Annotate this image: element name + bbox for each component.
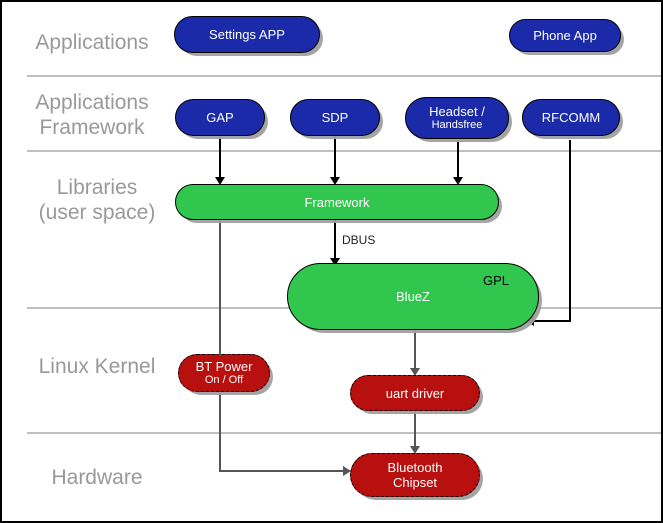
node-bluez[interactable]: BlueZ [287,263,539,330]
node-bluetooth-chipset-label-line2: Chipset [392,475,438,490]
edge-label-dbus: DBUS [342,233,376,247]
connector-bluez-to-uart [414,328,416,372]
layer-divider-applications [27,75,661,77]
node-gap[interactable]: GAP [175,99,265,136]
arrowhead-bluez-to-uart [410,368,420,376]
arrowhead-framework-to-bluez [330,258,340,266]
node-bt-power-label-line2: On / Off [204,374,244,386]
connector-through-bt-power-top [219,342,221,356]
node-phone-app-label: Phone App [533,28,597,43]
node-sdp[interactable]: SDP [290,99,380,136]
connector-sdp-to-framework [334,135,336,179]
layer-label-applications: Applications [35,31,149,54]
connector-gap-to-framework [219,135,221,179]
layer-divider-linux-kernel [27,432,661,434]
node-phone-app[interactable]: Phone App [509,19,621,52]
node-bt-power[interactable]: BT Power On / Off [178,354,270,392]
node-uart-driver-label: uart driver [385,385,445,401]
node-settings-app[interactable]: Settings APP [174,16,320,53]
node-headset-handsfree-label-line1: Headset / [429,104,485,119]
node-bluetooth-chipset-label-line1: Bluetooth [387,460,443,475]
node-uart-driver[interactable]: uart driver [350,375,480,411]
connector-framework-to-bluez [334,218,336,260]
node-bt-power-label-line1: BT Power [195,359,253,374]
arrowhead-headset-to-framework [453,177,463,185]
node-bluetooth-chipset[interactable]: Bluetooth Chipset [350,453,480,497]
node-headset-handsfree[interactable]: Headset / Handsfree [405,97,509,139]
layer-label-hardware: Hardware [51,466,143,489]
layer-label-libraries: Libraries (user space) [38,176,156,224]
arrowhead-rfcomm-to-bluez [526,316,534,326]
connector-rfcomm-down [569,140,571,322]
arrowhead-sdp-to-framework [330,177,340,185]
node-settings-app-label: Settings APP [209,27,285,42]
node-rfcomm-label: RFCOMM [541,110,601,125]
node-rfcomm[interactable]: RFCOMM [522,99,620,136]
arrowhead-to-bluetooth-chipset-left [343,466,351,476]
arrowhead-uart-to-chipset [410,446,420,454]
node-framework[interactable]: Framework [175,184,499,220]
node-headset-handsfree-label-line2: Handsfree [431,119,483,131]
gpl-license-tag: GPL [483,273,510,288]
layer-label-linux-kernel: Linux Kernel [38,355,156,378]
connector-rfcomm-to-bluez [533,320,571,322]
connector-headset-to-framework [457,140,459,179]
node-sdp-label: SDP [321,110,349,125]
layer-divider-applications-framework [27,150,661,152]
connector-framework-to-chipset-horizontal [219,470,347,472]
node-bluez-label: BlueZ [396,288,430,304]
arrowhead-gap-to-framework [215,177,225,185]
connector-uart-to-chipset [414,408,416,452]
layer-label-applications-framework: Applications Framework [35,91,149,139]
node-framework-label: Framework [304,194,370,210]
node-gap-label: GAP [206,110,234,125]
